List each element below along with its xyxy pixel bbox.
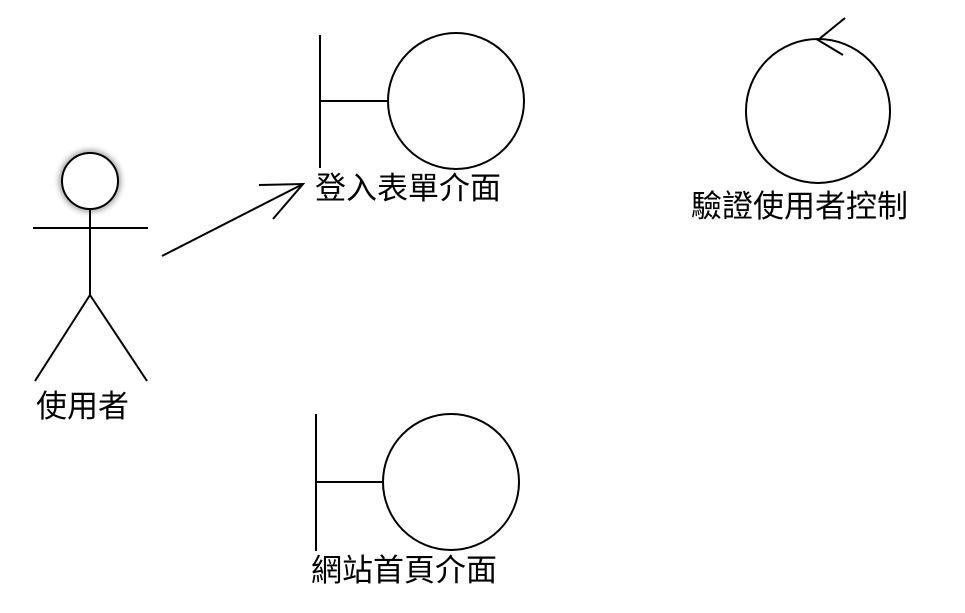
actor-label: 使用者 <box>36 389 129 425</box>
actor-head <box>61 152 119 210</box>
association-arrow[interactable] <box>161 182 306 257</box>
boundary-circle <box>387 32 525 170</box>
homepage-boundary-icon[interactable] <box>315 413 520 551</box>
actor-stick-figure-icon[interactable] <box>33 150 148 382</box>
actor-right-leg <box>89 294 148 382</box>
actor-left-leg <box>34 294 91 382</box>
verify-user-control-label: 驗證使用者控制 <box>691 189 908 225</box>
verify-user-control-icon[interactable] <box>745 17 891 184</box>
boundary-circle <box>382 413 520 551</box>
login-form-boundary-label: 登入表單介面 <box>315 171 501 207</box>
control-circle <box>745 38 891 184</box>
homepage-boundary-label: 網站首頁介面 <box>311 553 497 589</box>
login-form-boundary-icon[interactable] <box>319 32 525 170</box>
association-line <box>161 183 304 257</box>
open-arrowhead-icon <box>258 182 306 220</box>
control-arrowhead-icon <box>816 17 846 56</box>
